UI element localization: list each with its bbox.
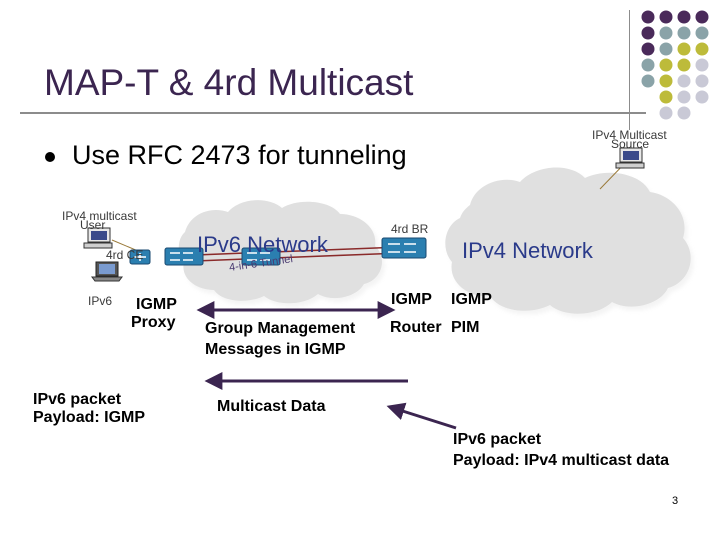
decorative-dot bbox=[677, 90, 691, 104]
left-packet-label-line2: Payload: IGMP bbox=[33, 409, 146, 426]
tunnel-line-bottom bbox=[169, 252, 401, 263]
pim-igmp-label: IGMP bbox=[451, 291, 492, 308]
decorative-dot bbox=[641, 42, 655, 56]
title-divider bbox=[20, 112, 646, 114]
multicast-data-label: Multicast Data bbox=[217, 398, 326, 415]
bullet-dot bbox=[45, 152, 55, 162]
decorative-dot bbox=[659, 106, 673, 120]
group-management-label-line2: Messages in IGMP bbox=[205, 341, 346, 358]
bullet-text: Use RFC 2473 for tunneling bbox=[72, 140, 407, 170]
ipv6-laptop-icon bbox=[91, 261, 123, 282]
packet-callout-line bbox=[386, 402, 457, 430]
decorative-dot bbox=[695, 90, 709, 104]
decorative-dot bbox=[659, 58, 673, 72]
decorative-dot bbox=[641, 26, 655, 40]
decorative-dot bbox=[641, 10, 655, 24]
decorative-dot bbox=[695, 10, 709, 24]
right-packet-label-line1: IPv6 packet bbox=[453, 431, 542, 448]
ce-label: 4rd CE bbox=[106, 248, 144, 262]
decorative-dot bbox=[677, 10, 691, 24]
decorative-dot bbox=[659, 74, 673, 88]
decorative-dot bbox=[677, 74, 691, 88]
decorative-dot bbox=[659, 42, 673, 56]
decorative-dot bbox=[677, 42, 691, 56]
ipv6-network-label: IPv6 Network bbox=[197, 232, 328, 257]
decorative-dot bbox=[677, 106, 691, 120]
decorative-dot bbox=[641, 58, 655, 72]
decorative-dot bbox=[695, 26, 709, 40]
decorative-dot bbox=[695, 58, 709, 72]
right-packet-label-line2: Payload: IPv4 multicast data bbox=[453, 452, 670, 469]
decorative-dot bbox=[695, 74, 709, 88]
br-switch-icon bbox=[381, 237, 427, 259]
ipv4-source-computer-icon bbox=[615, 147, 645, 169]
ipv6-switch-icon bbox=[241, 247, 281, 266]
pim-label: PIM bbox=[451, 319, 480, 336]
br-router-label: Router bbox=[390, 319, 442, 336]
decorative-dot bbox=[659, 26, 673, 40]
igmp-proxy-label-line2: Proxy bbox=[131, 314, 176, 331]
br-label: 4rd BR bbox=[391, 222, 429, 236]
ipv4-network-cloud bbox=[445, 167, 691, 314]
decorative-dot bbox=[659, 10, 673, 24]
group-management-label-line1: Group Management bbox=[205, 320, 356, 337]
page-number: 3 bbox=[672, 495, 679, 507]
br-igmp-label: IGMP bbox=[391, 291, 432, 308]
decorative-dot bbox=[677, 26, 691, 40]
decorative-dot bbox=[695, 42, 709, 56]
ipv6-host-label: IPv6 bbox=[88, 294, 113, 308]
igmp-proxy-label-line1: IGMP bbox=[136, 296, 177, 313]
decorative-dot bbox=[641, 74, 655, 88]
ipv4-user-label-line1: IPv4 multicast bbox=[62, 209, 137, 223]
decorative-dot bbox=[677, 58, 691, 72]
ipv4-user-computer-icon bbox=[83, 227, 113, 249]
ipv4-source-label-line1: IPv4 Multicast bbox=[592, 128, 667, 142]
ipv4-network-label: IPv4 Network bbox=[462, 238, 593, 263]
ce-switch-icon bbox=[164, 247, 204, 266]
tunnel-line-top bbox=[169, 246, 401, 257]
ipv4-source-label-line2: Source bbox=[611, 137, 650, 151]
ipv4-user-label-line2: User bbox=[80, 218, 106, 232]
decorative-dot bbox=[659, 90, 673, 104]
left-packet-label-line1: IPv6 packet bbox=[33, 391, 122, 408]
slide-title: MAP-T & 4rd Multicast bbox=[44, 62, 414, 103]
ce-router-icon bbox=[129, 249, 151, 265]
vertical-divider bbox=[629, 10, 630, 130]
